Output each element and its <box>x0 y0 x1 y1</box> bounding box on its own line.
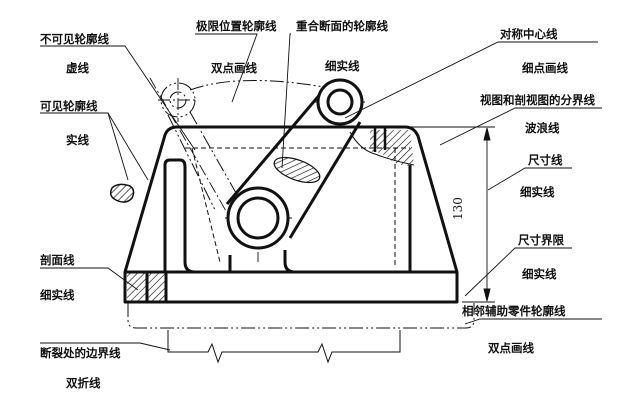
crank-arm <box>225 78 364 250</box>
label-symmetry-center-line: 对称中心线 <box>500 27 558 41</box>
wavy-blob <box>109 183 135 203</box>
adjacent-part-outline <box>127 303 475 329</box>
overlapped-section <box>273 156 321 184</box>
label-break-boundary: 断裂处的边界线 <box>40 346 121 360</box>
label-hatch-line: 剖面线 <box>40 253 75 267</box>
label-thin-solid-2: 细实线 <box>520 185 555 199</box>
label-extension-line: 尺寸界限 <box>518 233 564 247</box>
label-thin-dot-dash: 细点画线 <box>522 61 568 75</box>
label-thin-solid-1: 细实线 <box>325 59 360 73</box>
label-dashed-line: 虚线 <box>66 61 89 75</box>
label-double-break-line: 双折线 <box>65 376 101 390</box>
label-adjacent-part-outline: 相邻辅助零件轮廓线 <box>462 304 566 318</box>
dimension-value: 130 <box>451 197 465 220</box>
label-visible-outline: 可见轮廓线 <box>40 99 98 113</box>
local-section-hatch <box>349 128 415 166</box>
label-dimension-line: 尺寸线 <box>528 153 563 167</box>
leader-lines <box>40 33 602 351</box>
label-limit-position-outline: 极限位置轮廓线 <box>196 19 277 33</box>
label-overlapped-section-outline: 重合断面的轮廓线 <box>296 19 388 33</box>
label-solid-line: 实线 <box>66 133 89 147</box>
section-hatch <box>127 273 168 301</box>
label-thin-solid-4: 细实线 <box>522 267 557 281</box>
label-view-section-boundary: 视图和剖视图的分界线 <box>480 93 595 107</box>
label-invisible-outline: 不可见轮廓线 <box>40 32 109 46</box>
label-double-dot-dash-2: 双点画线 <box>487 341 534 355</box>
label-wavy-line: 波浪线 <box>525 121 560 135</box>
break-line <box>167 330 401 364</box>
label-thin-solid-3: 细实线 <box>40 288 75 302</box>
label-double-dot-dash-1: 双点画线 <box>210 61 257 75</box>
dimension <box>405 126 495 303</box>
